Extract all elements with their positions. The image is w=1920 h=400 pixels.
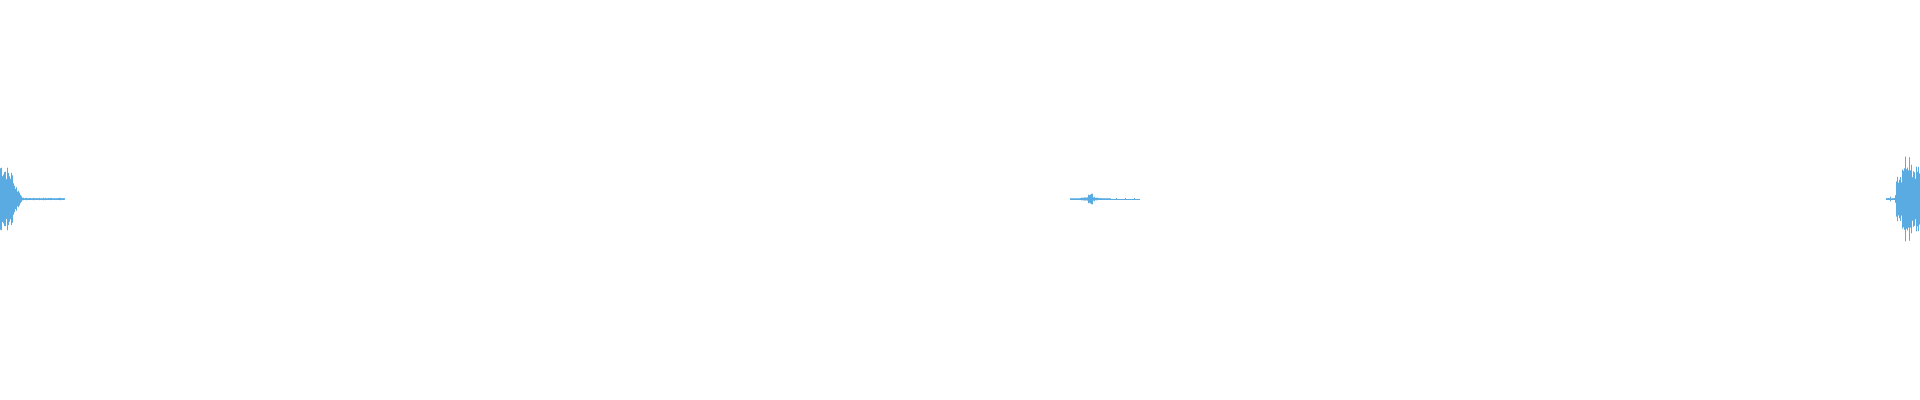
burst-start: [0, 167, 65, 231]
burst-middle: [1070, 193, 1140, 205]
burst-end: [1886, 156, 1920, 242]
